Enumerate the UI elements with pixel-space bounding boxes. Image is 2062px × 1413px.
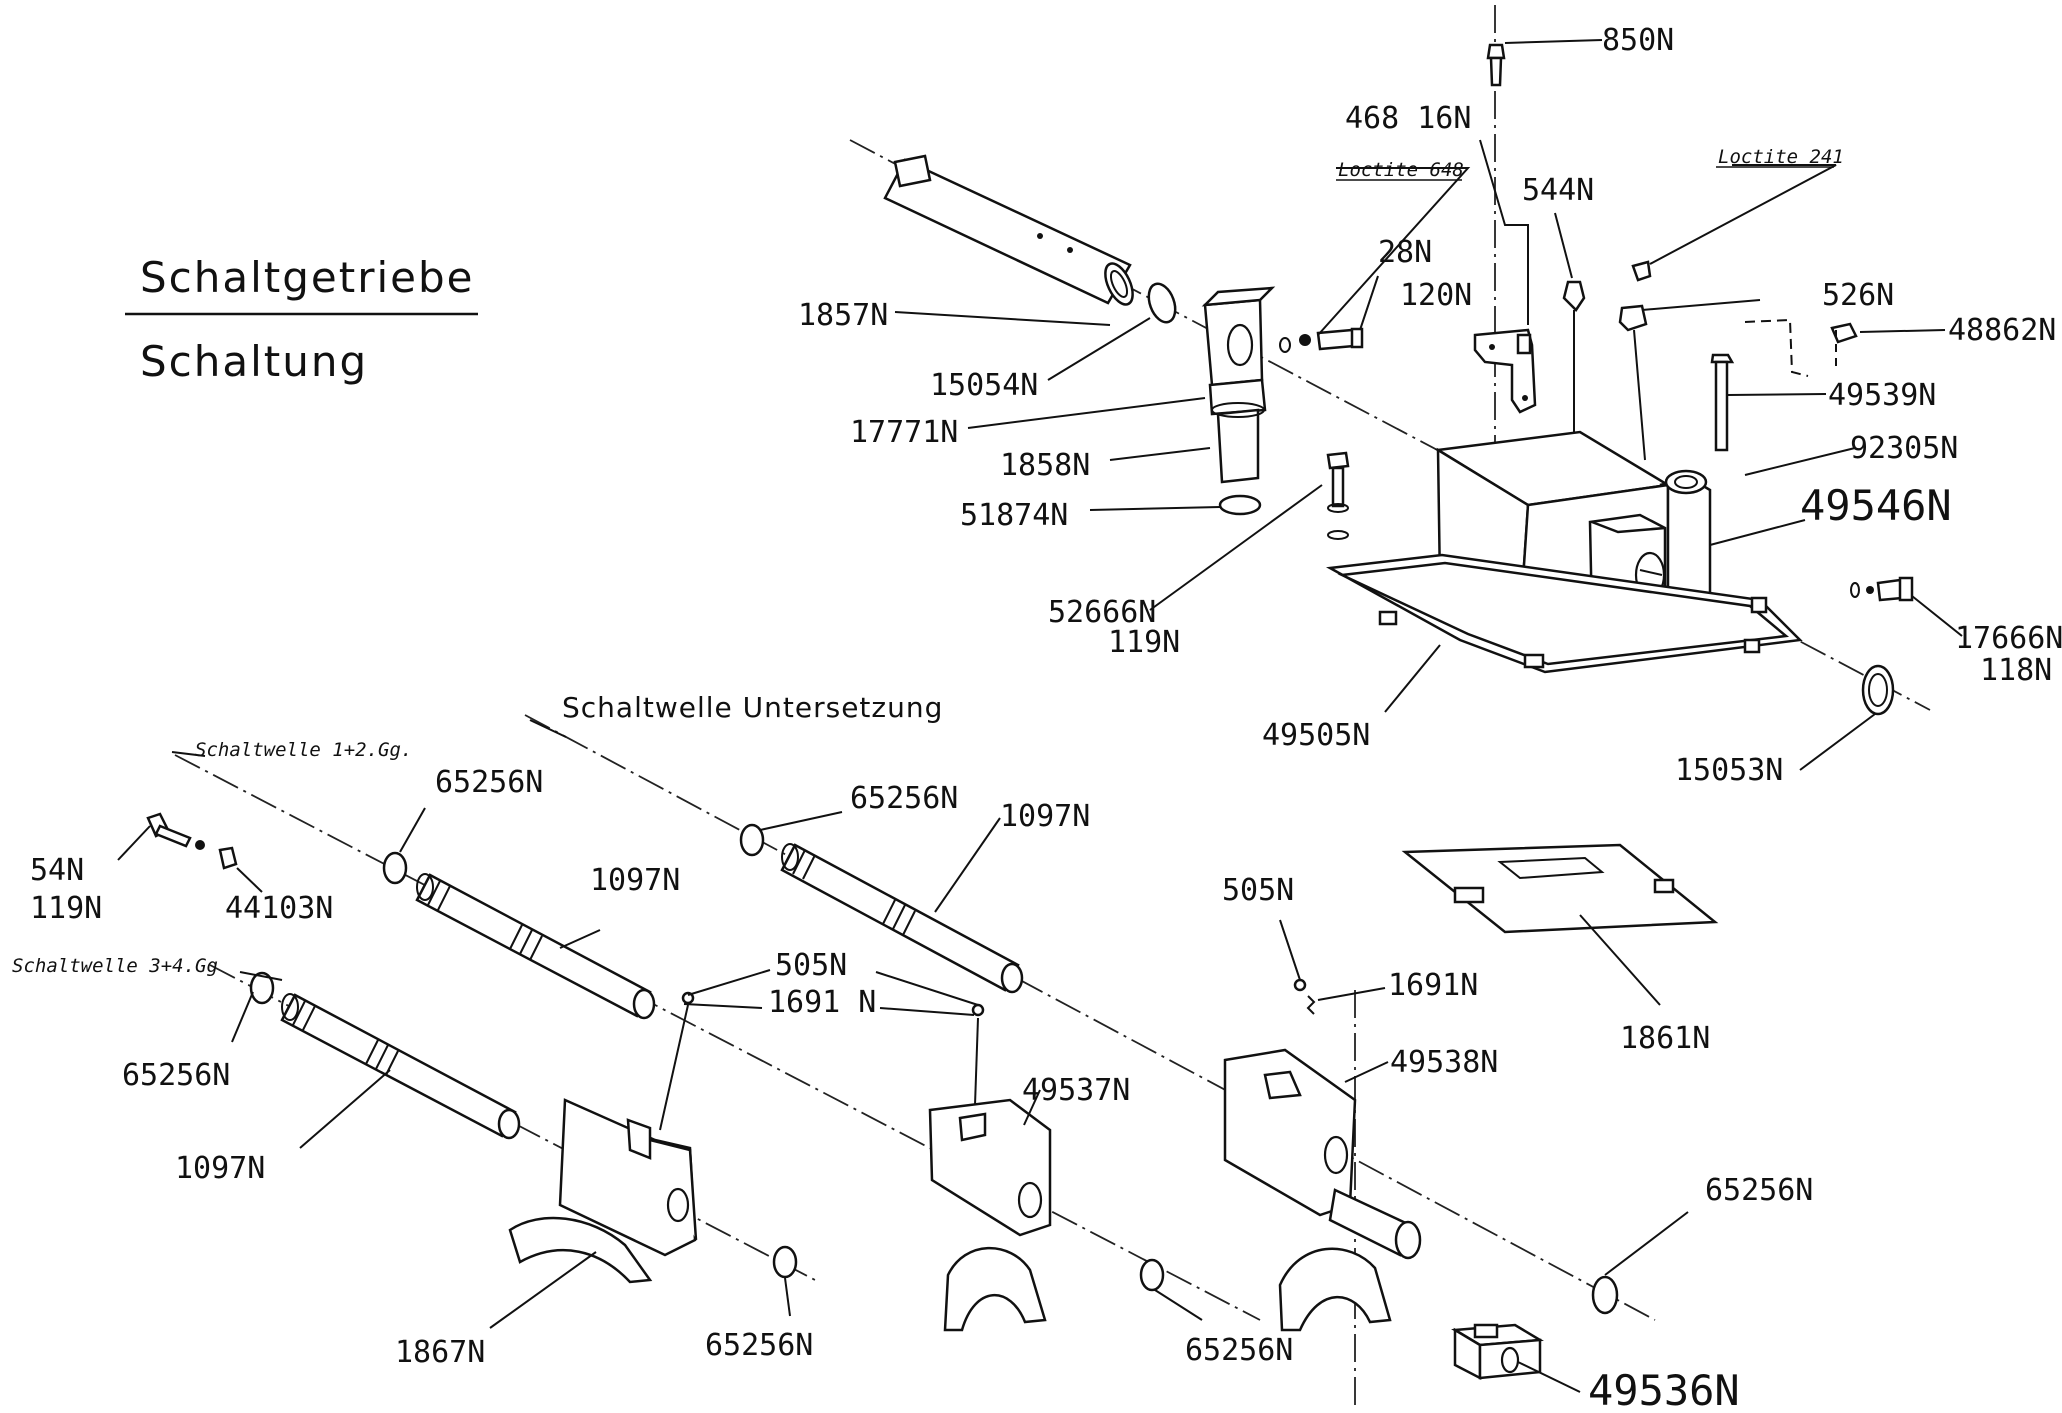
- label-17666: 17666N: [1955, 621, 2062, 656]
- label-1867: 1867N: [395, 1335, 485, 1370]
- base-plate-49505: [1325, 553, 1803, 674]
- label-505-a: 505N: [775, 948, 847, 983]
- label-65256-d: 65256N: [1705, 1173, 1813, 1208]
- label-1858: 1858N: [1000, 448, 1090, 483]
- bolt-850: [1486, 43, 1506, 87]
- grease-nipple-544: [1562, 280, 1586, 440]
- shaft-1097-untersetzung: [780, 843, 1024, 994]
- label-65256-c: 65256N: [122, 1058, 230, 1093]
- label-850: 850N: [1602, 23, 1674, 58]
- label-1097-untersetzung: 1097N: [1000, 799, 1090, 834]
- label-52666: 52666N: [1048, 595, 1156, 630]
- ring-65256-a: [382, 851, 408, 885]
- shaft-1097-34: [280, 993, 521, 1140]
- ring-65256-c: [249, 971, 275, 1005]
- label-505-b: 505N: [1222, 873, 1294, 908]
- label-65256-e: 65256N: [705, 1328, 813, 1363]
- plug-526: [1618, 260, 1652, 461]
- schaltwelle-34-note: Schaltwelle 3+4.Gg: [12, 955, 218, 977]
- bolt-17666: [1850, 576, 1914, 602]
- pin-505-c: [1293, 978, 1307, 992]
- screw-52666: [1326, 451, 1350, 540]
- label-54: 54N: [30, 853, 84, 888]
- diagram-title: Schaltgetriebe: [140, 253, 475, 302]
- label-92305: 92305N: [1850, 431, 1958, 466]
- label-49536: 49536N: [1588, 1366, 1740, 1413]
- cover-plate-1861: [1401, 843, 1719, 934]
- diagram-subtitle: Schaltung: [140, 337, 368, 386]
- label-49539: 49539N: [1828, 378, 1936, 413]
- label-118: 118N: [1980, 653, 2052, 688]
- label-28: 28N: [1378, 235, 1432, 270]
- center-axes: [174, 5, 1931, 1410]
- label-44103: 44103N: [225, 891, 333, 926]
- label-49537: 49537N: [1022, 1073, 1130, 1108]
- shift-fork-1867: [508, 1098, 698, 1284]
- block-49536: [1451, 1323, 1544, 1381]
- ring-15053: [1861, 664, 1895, 716]
- label-49546: 49546N: [1800, 481, 1952, 530]
- label-1861: 1861N: [1620, 1021, 1710, 1056]
- label-119-bottom: 119N: [30, 891, 102, 926]
- ring-65256-f: [1591, 1275, 1619, 1315]
- pin-49539: [1710, 318, 1858, 452]
- shift-fork-49538: [1223, 1048, 1422, 1332]
- label-1857: 1857N: [798, 298, 888, 333]
- label-65256-b: 65256N: [850, 781, 958, 816]
- shift-fork-49537: [928, 1098, 1052, 1332]
- shift-tube-1857: [883, 154, 1134, 306]
- label-46816: 468 16N: [1345, 101, 1471, 136]
- schaltwelle-12-note: Schaltwelle 1+2.Gg.: [195, 739, 412, 761]
- bolt-28: [1279, 327, 1364, 353]
- spring-1691: [1306, 995, 1316, 1015]
- ring-65256-b: [739, 823, 765, 857]
- label-49505: 49505N: [1262, 718, 1370, 753]
- label-119-top: 119N: [1108, 625, 1180, 660]
- shaft-1097-12: [415, 873, 656, 1020]
- loctite-648-note: Loctite 648: [1338, 159, 1464, 181]
- label-526: 526N: [1822, 278, 1894, 313]
- label-48862: 48862N: [1948, 313, 2056, 348]
- label-1691-a: 1691 N: [768, 985, 876, 1020]
- pin-guide-line-a: [659, 1004, 689, 1131]
- washer-51874: [1218, 494, 1262, 516]
- label-15054: 15054N: [930, 368, 1038, 403]
- loctite-241-note: Loctite 241: [1718, 146, 1844, 168]
- bracket-46816: [1473, 328, 1537, 414]
- pin-505-a: [681, 991, 695, 1005]
- shift-lever-17771: [1201, 286, 1276, 484]
- bolt-54: [146, 812, 238, 870]
- pin-505-b: [971, 1003, 985, 1017]
- label-1097-34: 1097N: [175, 1151, 265, 1186]
- label-120: 120N: [1400, 278, 1472, 313]
- label-1691-b: 1691N: [1388, 968, 1478, 1003]
- schaltwelle-untersetzung-note: Schaltwelle Untersetzung: [562, 691, 943, 724]
- pin-guide-line-b: [974, 1017, 979, 1106]
- label-1097-12: 1097N: [590, 863, 680, 898]
- leader-lines: [117, 39, 1963, 1393]
- label-15053: 15053N: [1675, 753, 1783, 788]
- ring-65256-d: [772, 1245, 798, 1279]
- label-49538: 49538N: [1390, 1045, 1498, 1080]
- label-65256-a: 65256N: [435, 765, 543, 800]
- ring-15054: [1147, 282, 1177, 324]
- label-544: 544N: [1522, 173, 1594, 208]
- ring-65256-e: [1139, 1258, 1165, 1292]
- label-65256-f: 65256N: [1185, 1333, 1293, 1368]
- label-17771: 17771N: [850, 415, 958, 450]
- label-51874: 51874N: [960, 498, 1068, 533]
